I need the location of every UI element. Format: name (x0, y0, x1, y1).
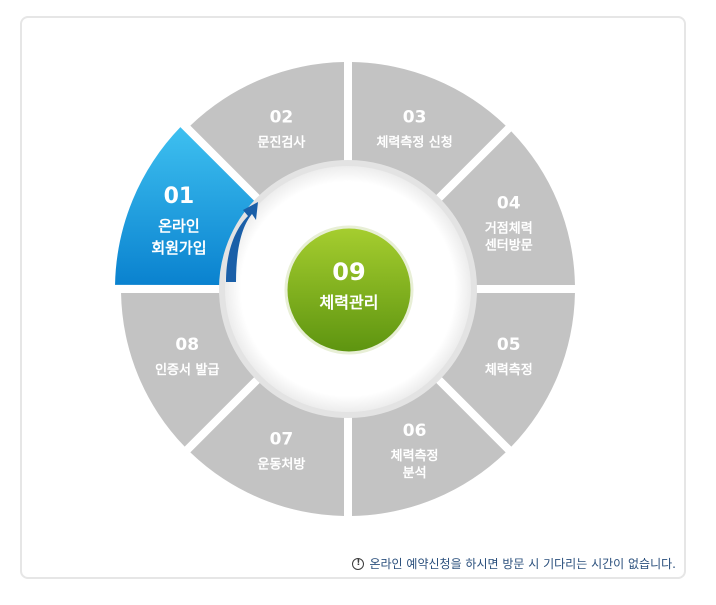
segment-03[interactable]: 03 체력측정 신청 (351, 62, 506, 202)
segment-shape (121, 292, 261, 447)
segment-08[interactable]: 08 인증서 발급 (121, 292, 261, 447)
segment-label: 문진검사 (257, 135, 305, 151)
segment-number: 03 (403, 108, 427, 128)
segment-label: 운동처방 (257, 456, 305, 472)
segment-label: 인증서 발급 (155, 362, 219, 378)
segment-number: 05 (497, 335, 521, 355)
segment-shape (115, 127, 261, 286)
segment-label: 체력측정 (485, 362, 533, 378)
segment-shape (351, 62, 506, 202)
segment-label: 체력측정 (391, 448, 439, 464)
center-node[interactable]: 09 체력관리 (284, 225, 414, 355)
segment-label: 센터방문 (485, 237, 533, 253)
notice-text: 온라인 예약신청을 하시면 방문 시 기다리는 시간이 없습니다. (369, 557, 676, 571)
segment-number: 07 (270, 429, 294, 449)
segment-number: 06 (403, 421, 427, 441)
segment-label: 회원가입 (151, 239, 206, 257)
segment-label: 체력측정 신청 (376, 135, 452, 151)
notice: ! 온라인 예약신청을 하시면 방문 시 기다리는 시간이 없습니다. (352, 555, 676, 572)
segment-number: 08 (175, 335, 199, 355)
segment-shape (435, 292, 575, 447)
center-circle (284, 225, 414, 355)
segment-shape (190, 376, 345, 516)
segment-label: 분석 (403, 466, 427, 481)
segment-02[interactable]: 02 문진검사 (190, 62, 345, 202)
center-label: 체력관리 (320, 293, 379, 312)
segment-number: 04 (497, 193, 521, 213)
segment-number: 02 (270, 108, 294, 128)
segment-shape (190, 62, 345, 202)
segment-number: 01 (164, 184, 195, 209)
segment-shape (351, 376, 506, 516)
segment-label: 거점체력 (485, 221, 533, 236)
segment-label: 온라인 (158, 217, 199, 235)
exclamation-icon: ! (352, 557, 365, 570)
segment-05[interactable]: 05 체력측정 (435, 292, 575, 447)
center-number: 09 (332, 258, 365, 286)
curved-arrow-icon (226, 202, 258, 282)
segment-07[interactable]: 07 운동처방 (190, 376, 345, 516)
segment-shape (435, 131, 575, 286)
